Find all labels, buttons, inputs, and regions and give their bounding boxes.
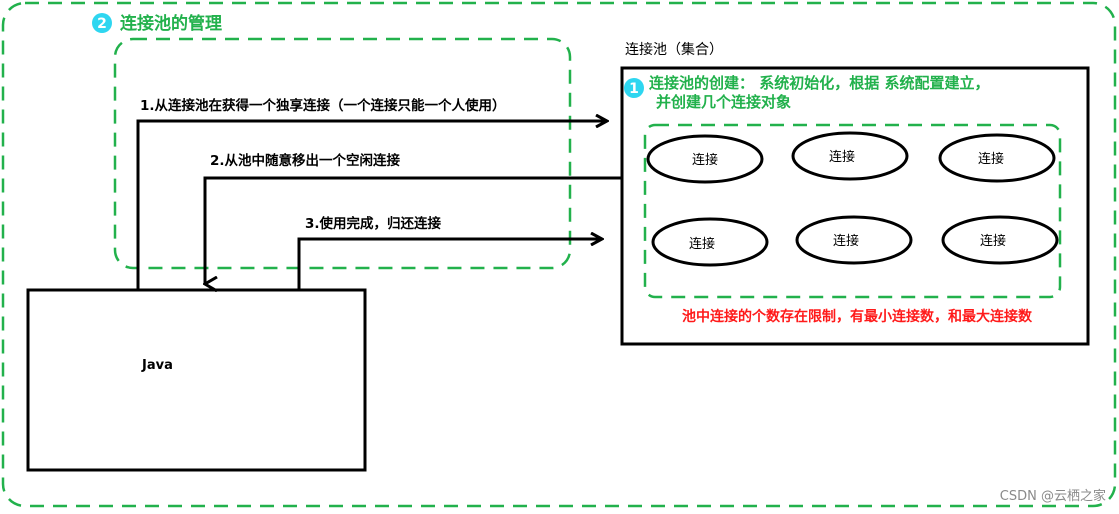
creation-line2: 并创建几个连接对象 <box>656 93 791 111</box>
connection-4: 连接 <box>651 217 769 267</box>
connection-3: 连接 <box>938 133 1056 183</box>
management-badge-number: 2 <box>97 16 107 32</box>
step2-label: 2.从池中随意移出一个空闲连接 <box>210 152 401 169</box>
step1-label: 1.从连接池在获得一个独享连接（一个连接只能一个人使用） <box>140 97 506 114</box>
connection-3-label: 连接 <box>978 151 1004 167</box>
connection-4-label: 连接 <box>689 236 715 252</box>
connections-region <box>643 123 1062 299</box>
connection-6: 连接 <box>941 215 1059 265</box>
connection-1: 连接 <box>646 134 764 184</box>
creation-line1: 连接池的创建： 系统初始化，根据 系统配置建立， <box>649 74 989 92</box>
java-label: Java <box>141 358 173 373</box>
pool-title: 连接池（集合） <box>625 41 723 58</box>
arrow-step1 <box>136 121 607 290</box>
connection-6-label: 连接 <box>980 233 1006 249</box>
watermark: CSDN @云栖之家 <box>1000 488 1106 504</box>
connection-1-label: 连接 <box>692 152 718 168</box>
creation-badge-number: 1 <box>629 81 639 97</box>
step3-label: 3.使用完成，归还连接 <box>305 215 442 232</box>
arrow-step2 <box>205 176 622 284</box>
management-region <box>113 37 572 270</box>
creation-badge: 1 <box>624 78 644 98</box>
java-box <box>26 288 367 472</box>
connection-2-label: 连接 <box>829 149 855 165</box>
management-badge: 2 <box>92 13 112 33</box>
management-title: 连接池的管理 <box>120 13 222 34</box>
connection-5: 连接 <box>795 215 913 265</box>
connection-2: 连接 <box>791 131 909 181</box>
limit-note: 池中连接的个数存在限制，有最小连接数，和最大连接数 <box>682 308 1033 325</box>
connection-5-label: 连接 <box>833 233 859 249</box>
arrow-step3 <box>297 239 602 290</box>
